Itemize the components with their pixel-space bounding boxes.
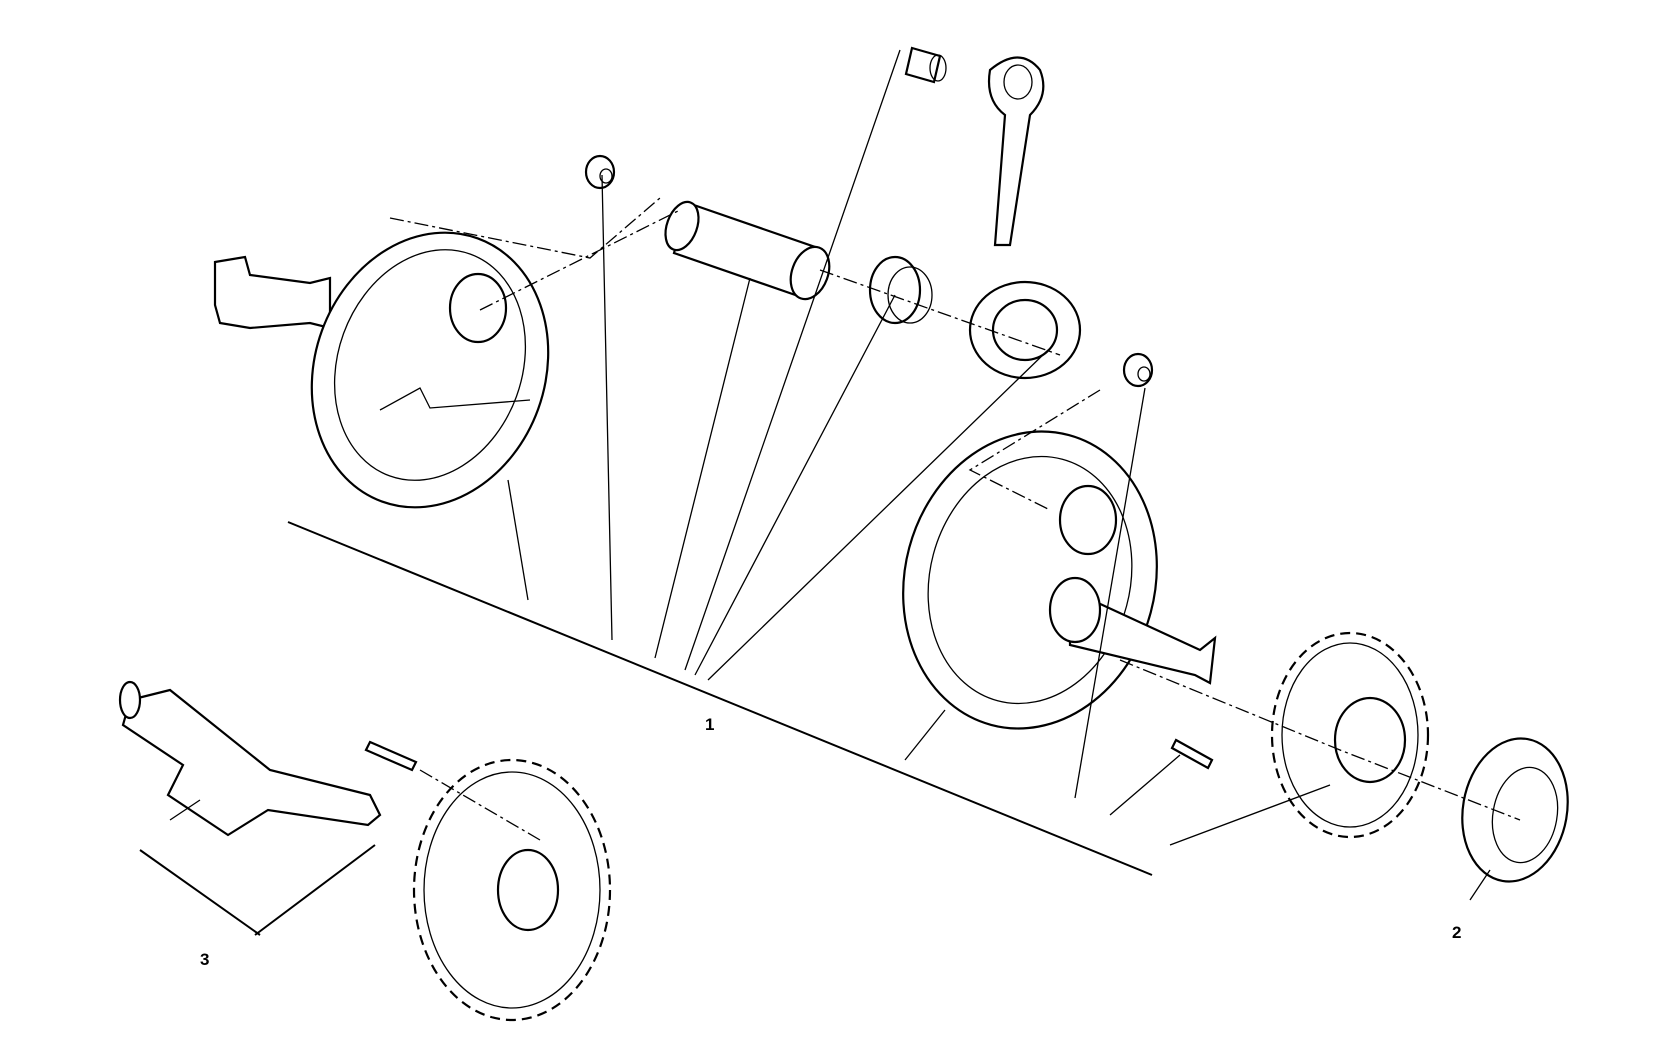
callout-2: 2: [1452, 923, 1461, 942]
callout-1: 1: [705, 715, 714, 734]
bushing-left: [584, 154, 616, 190]
balancer-gear: [412, 758, 612, 1022]
left-crank-half: [213, 231, 550, 509]
connecting-rod: [968, 56, 1082, 380]
dowel-pin-left: [364, 740, 418, 772]
needle-bearing: [868, 255, 933, 325]
bushing-right: [1122, 352, 1154, 388]
right-crank-half: [902, 430, 1217, 730]
small-end-bush: [904, 46, 947, 84]
thrust-washer: [1461, 737, 1569, 883]
callout-3: 3: [200, 950, 209, 969]
crank-pin: [664, 200, 831, 301]
right-timing-gear: [1270, 631, 1430, 839]
dowel-pin-right: [1170, 738, 1214, 770]
assembly-axis-lines: [389, 197, 1521, 841]
leader-lines: [139, 49, 1491, 936]
balancer-shaft: [118, 680, 382, 837]
